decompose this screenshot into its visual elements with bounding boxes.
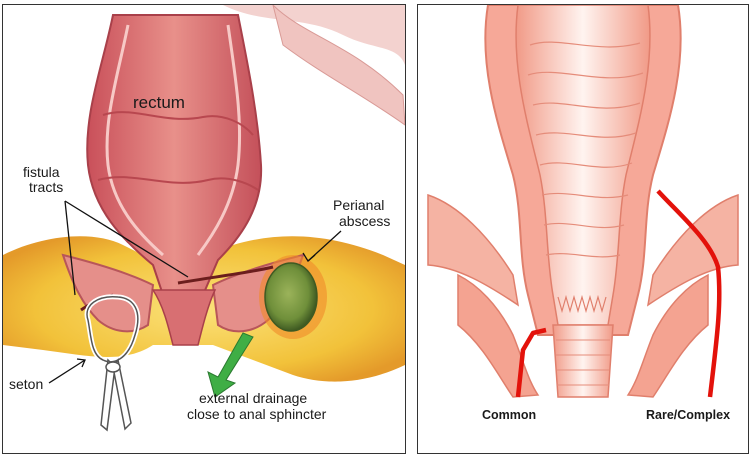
rectum-label: rectum <box>133 94 185 112</box>
seton-illustration-drawing <box>3 5 405 453</box>
drainage-label-line2: close to anal sphincter <box>187 407 326 422</box>
right-external-sphincter <box>628 275 708 397</box>
fistula-types-illustration: Common Rare/Complex <box>417 4 749 454</box>
rare-complex-fistula-label: Rare/Complex <box>646 409 730 422</box>
perianal-abscess-label-line1: Perianal <box>333 198 384 213</box>
common-fistula-label: Common <box>482 409 536 422</box>
fistula-types-drawing <box>418 5 748 453</box>
seton-label: seton <box>9 377 43 392</box>
anal-canal <box>553 325 613 397</box>
seton-treatment-illustration: rectum fistula tracts Perianal abscess s… <box>2 4 406 454</box>
drainage-label-line1: external drainage <box>199 391 307 406</box>
seton-label-leader <box>49 360 85 383</box>
perianal-abscess-label-line2: abscess <box>339 214 390 229</box>
fistula-tracts-label-line2: tracts <box>29 180 63 195</box>
fistula-tracts-label-line1: fistula <box>23 165 60 180</box>
seton-knot <box>106 362 120 372</box>
left-external-sphincter <box>458 275 538 397</box>
perianal-abscess <box>265 263 317 331</box>
